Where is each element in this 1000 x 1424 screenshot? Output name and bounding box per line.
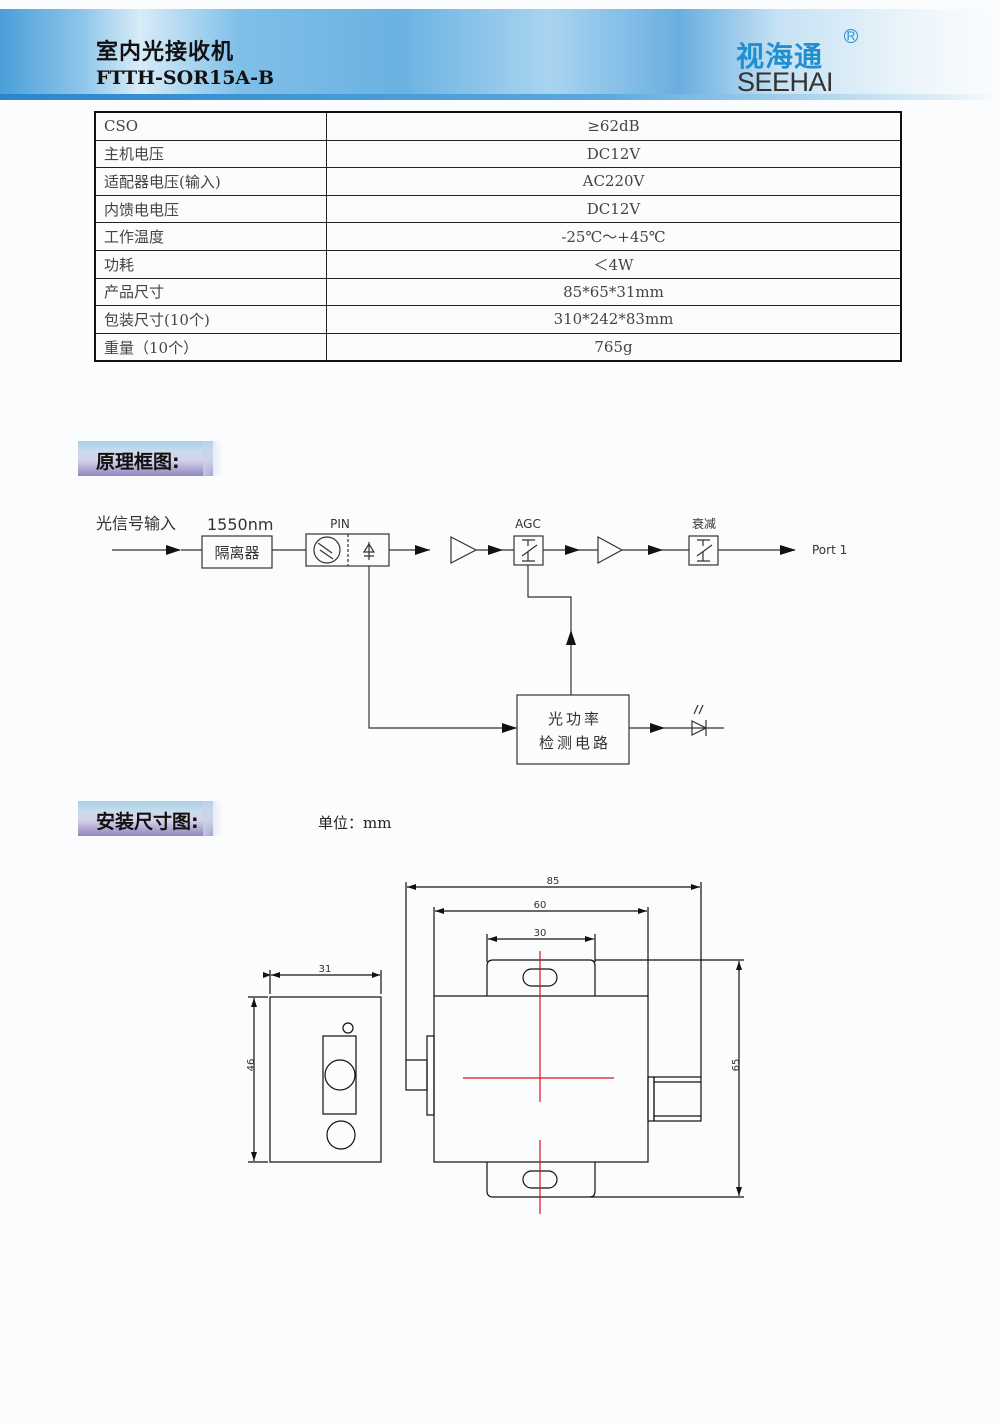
section-title: 安装尺寸图: xyxy=(96,811,199,833)
table-row: 适配器电压(输入)AC220V xyxy=(94,167,902,196)
detector-label-1: 光功率 xyxy=(548,710,602,728)
spec-value: 765g xyxy=(326,332,902,362)
table-row: CSO≥62dB xyxy=(94,111,902,141)
pin-to-detector-line xyxy=(368,566,517,729)
table-row: 工作温度-25℃～+45℃ xyxy=(94,222,902,251)
dim-body-width: 60 xyxy=(534,900,547,911)
spec-value: ≥62dB xyxy=(326,111,902,141)
detector-to-agc-line xyxy=(527,565,572,695)
input-label: 光信号输入 xyxy=(96,514,176,533)
variable-switch-icon xyxy=(521,539,538,562)
dim-side-height: 46 xyxy=(246,1059,257,1072)
dim-overall-height: 65 xyxy=(731,1059,742,1072)
dim-tab-width: 30 xyxy=(534,928,547,939)
detector-label-2: 检测电路 xyxy=(539,734,611,752)
registered-mark-icon: R xyxy=(844,29,858,43)
agc-label: AGC xyxy=(515,517,541,531)
logo-text-en: SEEHAI xyxy=(737,67,834,97)
bottom-mounting-tab xyxy=(486,1162,596,1198)
output-port-label: Port 1 xyxy=(812,543,847,557)
spec-key: 内馈电电压 xyxy=(94,194,327,224)
section-heading-dimensions: 安装尺寸图: xyxy=(78,801,223,836)
main-body-outline xyxy=(433,995,649,1163)
amplifier-icon xyxy=(597,535,624,565)
section-title: 原理框图: xyxy=(96,451,180,473)
left-connector xyxy=(405,1059,428,1091)
light-input-icon xyxy=(313,536,341,564)
arrow-icon xyxy=(166,545,181,555)
spec-value: DC12V xyxy=(326,139,902,169)
spec-key: 重量（10个） xyxy=(94,332,327,362)
isolator-block xyxy=(201,535,273,569)
pin-label: PIN xyxy=(330,517,350,531)
dim-side-width: 31 xyxy=(319,964,332,975)
block-diagram: 光信号输入 1550nm 隔离器 PIN AGC xyxy=(96,514,847,765)
wavelength-label: 1550nm xyxy=(207,515,273,534)
photodiode-icon xyxy=(362,542,376,560)
brand-logo: 视海通 SEEHAI R xyxy=(736,29,866,101)
attenuator-label: 衰减 xyxy=(692,516,716,531)
logo-text-cn: 视海通 xyxy=(736,40,824,73)
section-heading-block-diagram: 原理框图: xyxy=(78,441,223,476)
power-detector-block xyxy=(516,694,630,765)
spec-key: 工作温度 xyxy=(94,222,327,251)
top-mounting-tab xyxy=(486,959,596,996)
spec-key: 适配器电压(输入) xyxy=(94,167,327,196)
spec-key: 包装尺寸(10个) xyxy=(94,305,327,334)
front-view-drawing: 85 60 30 65 xyxy=(405,876,744,1214)
spec-value: 85*65*31mm xyxy=(326,277,902,307)
connector-port xyxy=(322,1035,357,1115)
led-icon xyxy=(691,720,708,736)
table-row: 重量（10个）765g xyxy=(94,332,902,362)
power-port-icon xyxy=(326,1120,356,1150)
table-row: 包装尺寸(10个)310*242*83mm xyxy=(94,305,902,334)
side-view-drawing: 31 46 xyxy=(246,964,382,1163)
unit-label: 单位：mm xyxy=(318,814,392,832)
header-banner: 室内光接收机 FTTH-SOR15A-B 视海通 SEEHAI R xyxy=(0,9,1000,100)
side-view-outline xyxy=(269,996,382,1163)
dim-overall-width: 85 xyxy=(547,876,560,887)
spec-key: 主机电压 xyxy=(94,139,327,169)
amplifier-icon xyxy=(450,536,478,564)
spec-value: -25℃～+45℃ xyxy=(326,222,902,251)
optical-port-icon xyxy=(324,1059,356,1091)
product-title: 室内光接收机 xyxy=(96,40,235,65)
variable-switch-icon xyxy=(696,539,713,562)
led-hole-icon xyxy=(342,1022,354,1034)
spec-value: 310*242*83mm xyxy=(326,305,902,334)
isolator-label: 隔离器 xyxy=(214,544,259,562)
product-model: FTTH-SOR15A-B xyxy=(96,67,275,89)
arrow-icon xyxy=(780,545,796,555)
right-connector xyxy=(653,1076,702,1122)
